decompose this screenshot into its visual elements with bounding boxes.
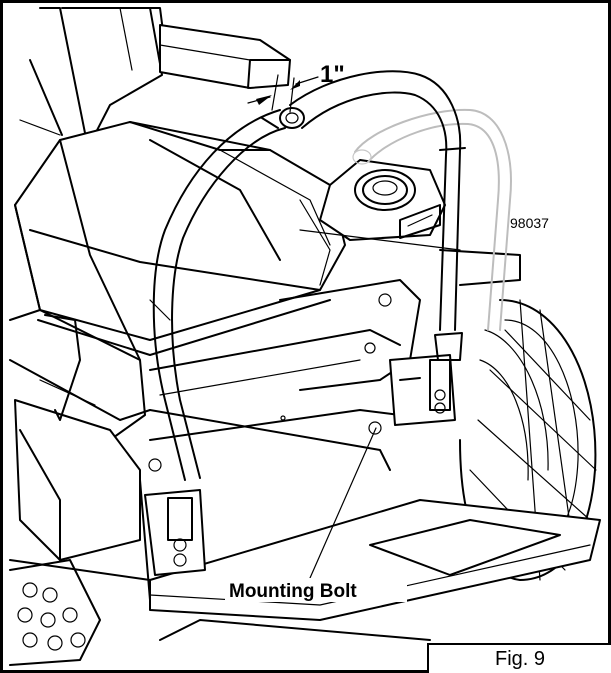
bolt-leader bbox=[309, 427, 377, 579]
figure-caption-box: Fig. 9 bbox=[427, 643, 611, 673]
fuel-tank bbox=[319, 159, 446, 241]
mounting-bolt-label: Mounting Bolt bbox=[229, 581, 357, 602]
roll-bar bbox=[149, 70, 466, 481]
foot-grate bbox=[9, 559, 101, 666]
seat-cushion bbox=[14, 119, 346, 361]
armrest bbox=[159, 24, 291, 89]
right-bracket bbox=[368, 354, 456, 435]
roll-bar-folded-ghost bbox=[352, 108, 512, 331]
dimension-label: 1" bbox=[320, 61, 345, 88]
left-bracket bbox=[139, 479, 206, 601]
mower-body bbox=[9, 229, 521, 561]
figure-label: Fig. 9 bbox=[494, 648, 546, 670]
seat-back bbox=[29, 7, 169, 141]
dimension-callout bbox=[247, 74, 319, 113]
bolt-label-bg bbox=[225, 578, 407, 602]
part-number-label: 98037 bbox=[510, 215, 549, 231]
